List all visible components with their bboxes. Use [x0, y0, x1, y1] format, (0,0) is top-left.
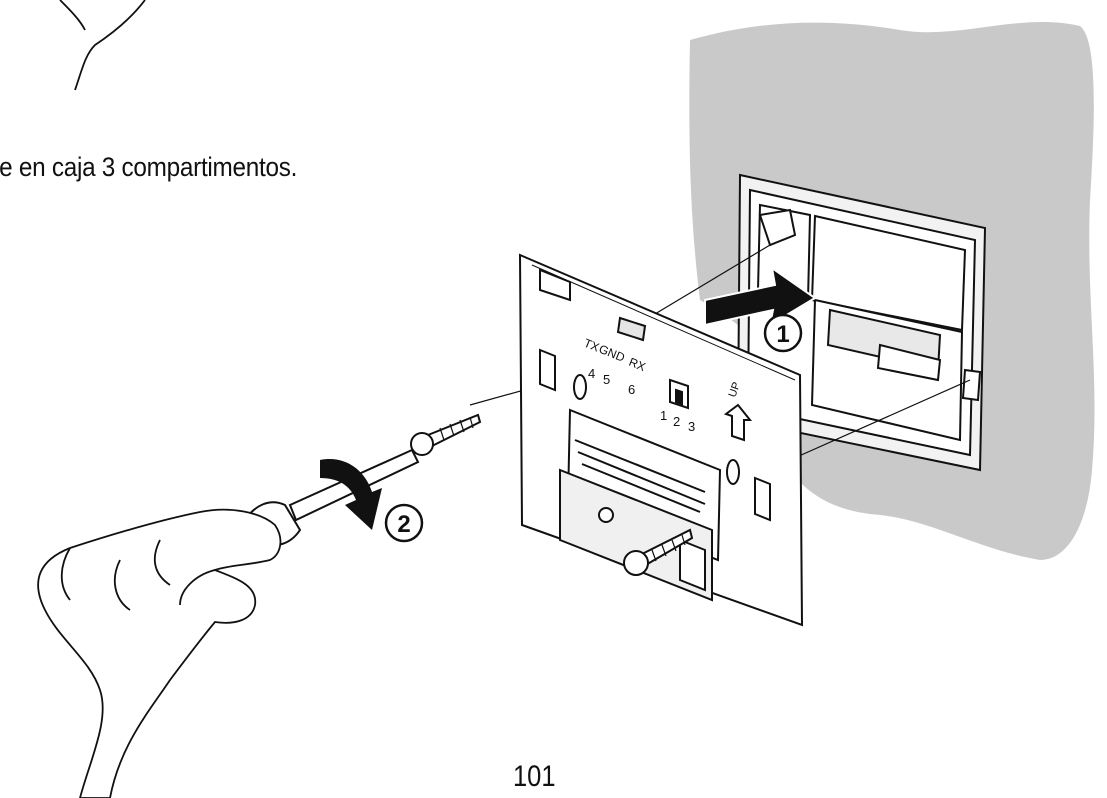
- wall-box: [736, 173, 987, 472]
- terminal-labels: TX GND RX 4 5 6 1 2 3 UP: [582, 336, 743, 434]
- label-5: 5: [603, 372, 610, 387]
- label-rx: RX: [627, 355, 648, 374]
- rotate-arrow: [320, 459, 382, 530]
- instruction-caption: je en caja 3 compartimentos.: [0, 152, 298, 182]
- label-2: 2: [673, 414, 680, 429]
- page-number: 101: [513, 760, 556, 793]
- step-2-marker: 2: [384, 503, 424, 543]
- screw-lower: [623, 528, 694, 576]
- push-arrow: [704, 265, 817, 328]
- label-3: 3: [688, 419, 695, 434]
- step-2-label: 2: [397, 511, 410, 538]
- label-1: 1: [660, 408, 667, 423]
- mounting-plate: [518, 253, 804, 627]
- screw-upper: [410, 413, 482, 456]
- step-1-marker: 1: [763, 313, 803, 353]
- hand: [37, 508, 282, 798]
- label-up: UP: [727, 381, 744, 399]
- label-4: 4: [588, 366, 595, 381]
- label-6: 6: [628, 382, 635, 397]
- step-1-label: 1: [776, 321, 789, 348]
- hand-top-fragment: [59, 0, 146, 91]
- label-tx: TX: [582, 336, 601, 355]
